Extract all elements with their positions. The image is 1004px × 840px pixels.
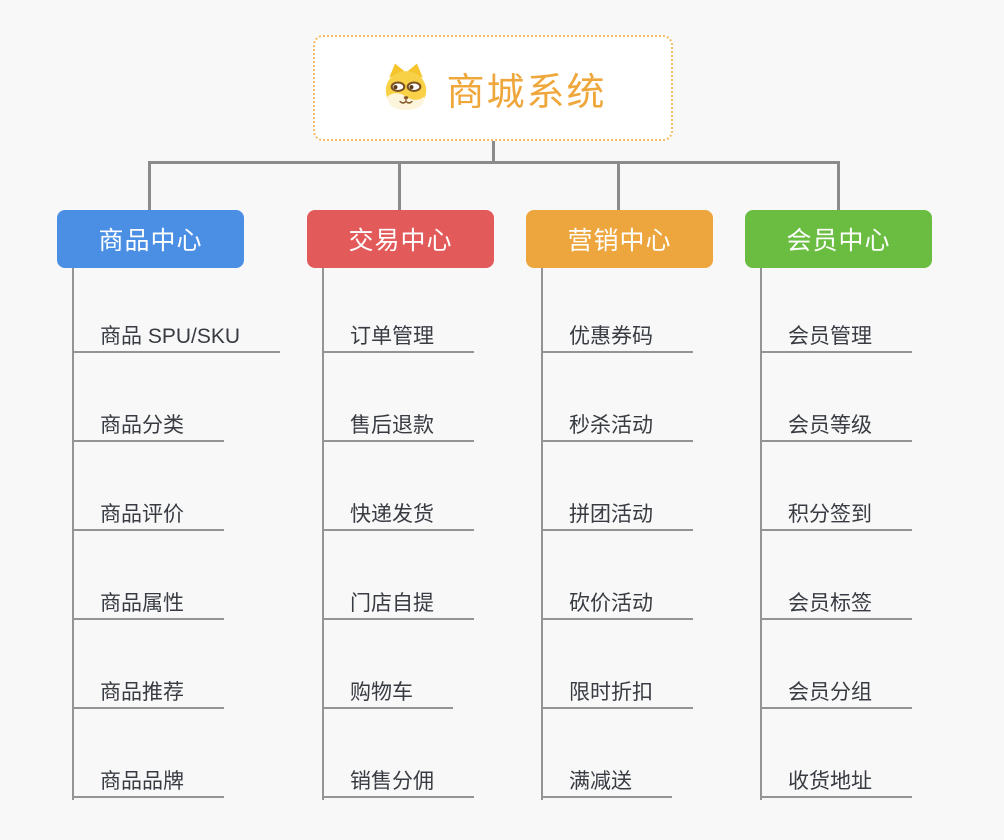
column-connector: [72, 268, 74, 800]
branch-header-marketing[interactable]: 营销中心: [526, 210, 713, 268]
mindmap-node[interactable]: 购物车: [323, 676, 453, 709]
mindmap-node[interactable]: 商品分类: [73, 409, 224, 442]
mindmap-node[interactable]: 快递发货: [323, 498, 474, 531]
dog-face-icon: [386, 63, 427, 110]
mindmap-node[interactable]: 售后退款: [323, 409, 474, 442]
mindmap-node[interactable]: 砍价活动: [542, 587, 693, 620]
mindmap-node[interactable]: 积分签到: [761, 498, 912, 531]
mindmap-node[interactable]: 商品推荐: [73, 676, 224, 709]
mindmap-node[interactable]: 优惠券码: [542, 320, 693, 353]
mindmap-node[interactable]: 满减送: [542, 765, 672, 798]
mindmap-node[interactable]: 商品评价: [73, 498, 224, 531]
root-title: 商城系统: [446, 71, 607, 114]
trunk-connector: [148, 161, 840, 164]
mindmap-node[interactable]: 限时折扣: [542, 676, 693, 709]
mindmap-node[interactable]: 商品属性: [73, 587, 224, 620]
column-connector: [760, 268, 762, 800]
branch-drop-connector: [837, 163, 840, 210]
mindmap-node[interactable]: 门店自提: [323, 587, 474, 620]
mindmap-node[interactable]: 会员标签: [761, 587, 912, 620]
mindmap-node[interactable]: 拼团活动: [542, 498, 693, 531]
root-stem-connector: [492, 141, 495, 163]
column-connector: [322, 268, 324, 800]
mindmap-node[interactable]: 会员等级: [761, 409, 912, 442]
mindmap-node[interactable]: 收货地址: [761, 765, 912, 798]
root-node[interactable]: 商城系统: [313, 35, 673, 141]
branch-header-member[interactable]: 会员中心: [745, 210, 932, 268]
mindmap-node[interactable]: 销售分佣: [323, 765, 474, 798]
mindmap-node[interactable]: 商品品牌: [73, 765, 224, 798]
branch-header-product[interactable]: 商品中心: [57, 210, 244, 268]
branch-drop-connector: [398, 163, 401, 210]
mindmap-node[interactable]: 秒杀活动: [542, 409, 693, 442]
mindmap-node[interactable]: 商品 SPU/SKU: [73, 320, 281, 353]
branch-drop-connector: [148, 163, 151, 210]
mindmap-node[interactable]: 会员管理: [761, 320, 912, 353]
mindmap-node[interactable]: 订单管理: [323, 320, 474, 353]
mindmap-node[interactable]: 会员分组: [761, 676, 912, 709]
branch-header-trade[interactable]: 交易中心: [307, 210, 494, 268]
branch-drop-connector: [617, 163, 620, 210]
column-connector: [541, 268, 543, 800]
